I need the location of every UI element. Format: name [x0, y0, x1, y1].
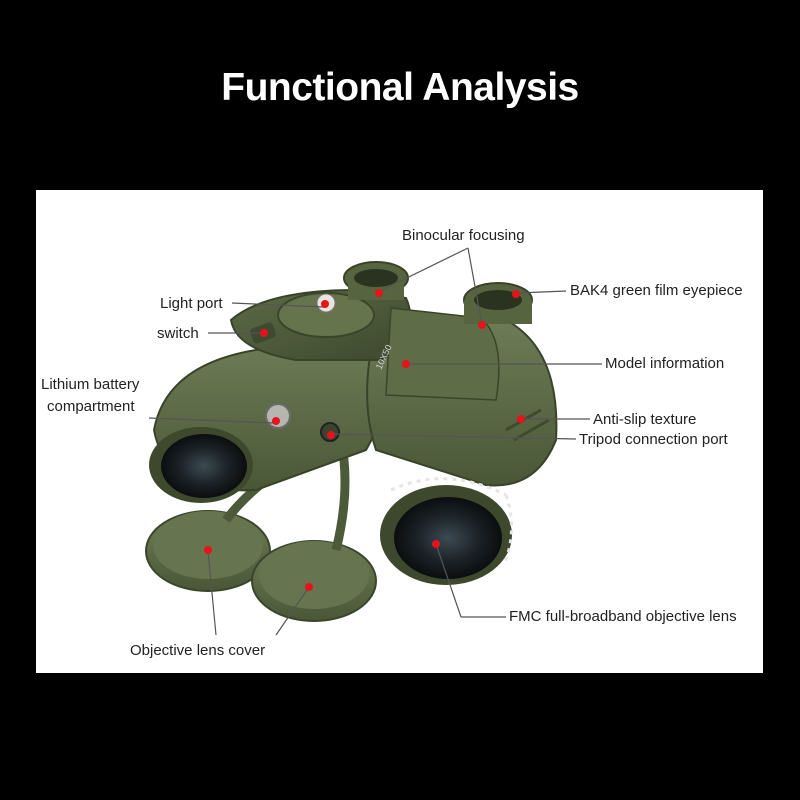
marker-objective-lens	[432, 540, 440, 548]
label-fmc-objective-lens: FMC full-broadband objective lens	[509, 608, 737, 625]
marker-focusing-left	[375, 289, 383, 297]
label-anti-slip-texture: Anti-slip texture	[593, 411, 697, 428]
marker-anti-slip	[517, 415, 525, 423]
label-objective-lens-cover: Objective lens cover	[130, 642, 266, 659]
marker-cover-left	[204, 546, 212, 554]
binocular-illustration: 10X50	[145, 247, 602, 636]
label-light-port: Light port	[160, 295, 223, 312]
marker-switch	[260, 329, 268, 337]
label-binocular-focusing: Binocular focusing	[402, 227, 525, 244]
right-objective	[380, 477, 514, 585]
marker-tripod	[327, 431, 335, 439]
marker-battery	[272, 417, 280, 425]
leader-lines	[148, 247, 602, 636]
marker-model	[402, 360, 410, 368]
left-objective	[149, 427, 253, 503]
page-title: Functional Analysis	[221, 66, 579, 109]
label-model-information: Model information	[605, 355, 725, 372]
label-lithium-battery-line2: compartment	[47, 398, 135, 415]
marker-cover-right	[305, 583, 313, 591]
label-bak4-eyepiece: BAK4 green film eyepiece	[570, 282, 743, 299]
marker-light-port	[321, 300, 329, 308]
markers	[204, 289, 525, 591]
diagram-panel: 10X50	[36, 190, 763, 673]
marker-eyepiece	[512, 290, 520, 298]
marker-focusing-right	[478, 321, 486, 329]
label-lithium-battery-line1: Lithium battery	[41, 376, 140, 393]
right-lens-cover	[251, 540, 377, 622]
label-switch: switch	[157, 325, 199, 342]
label-tripod-port: Tripod connection port	[579, 431, 728, 448]
